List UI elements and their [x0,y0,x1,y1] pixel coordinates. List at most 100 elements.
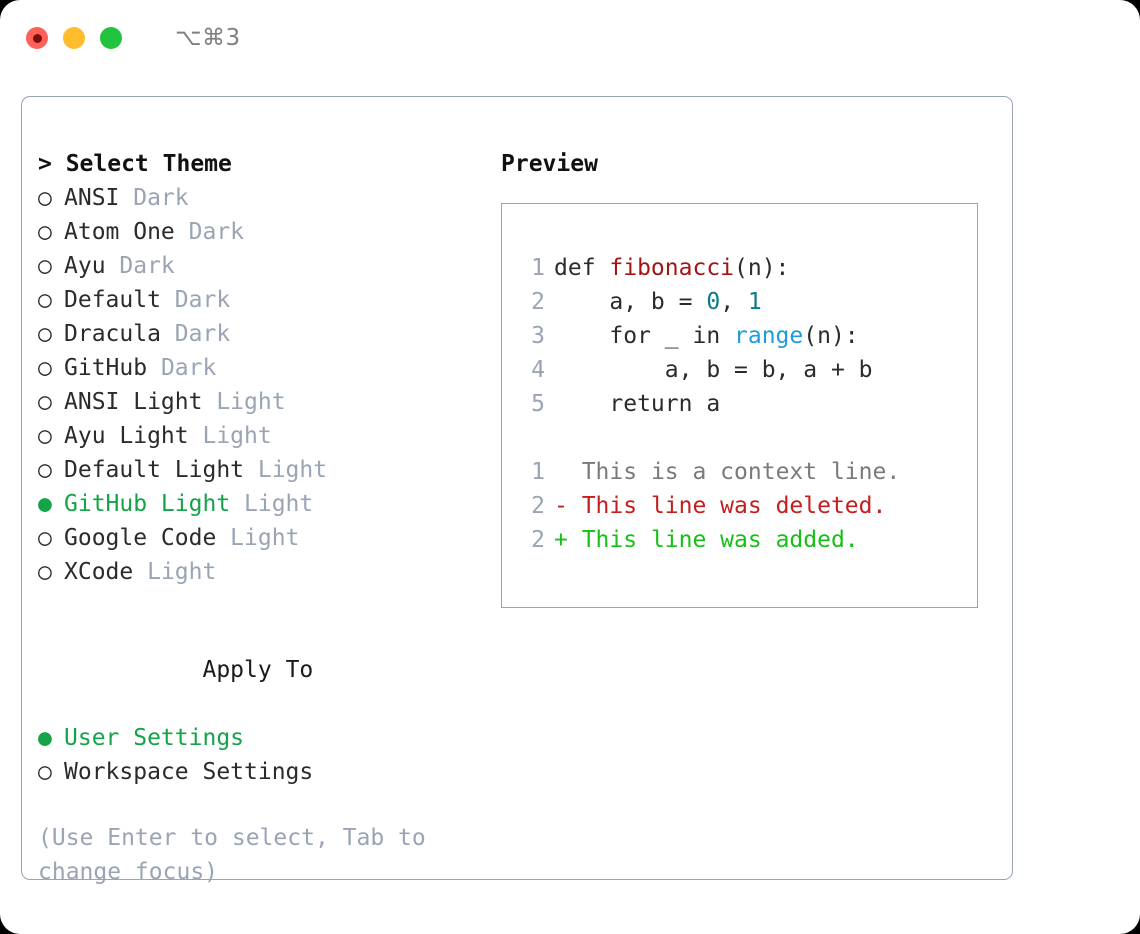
radio-selected-icon: ● [38,725,52,751]
code-line: 1 def fibonacci(n): [502,251,977,285]
code-line: 3 for _ in range(n): [502,319,977,353]
theme-list-item[interactable]: ○ Ayu Light Light [38,419,478,453]
diff-sample: 1 This is a context line.2- This line wa… [502,455,977,557]
theme-name: Default Light [64,457,245,483]
diff-text: This is a context line. [567,459,901,485]
diff-sign [554,459,568,485]
theme-category: Light [133,559,217,585]
diff-sign: - [554,493,568,519]
line-number: 2 [531,527,545,553]
maximize-button[interactable] [100,27,122,49]
theme-list-item[interactable]: ○ Default Light Light [38,453,478,487]
code-diff-spacer [502,421,977,455]
diff-line-context: 1 This is a context line. [502,455,977,489]
keyboard-shortcut-label: ⌥⌘3 [175,24,241,51]
theme-list-item[interactable]: ○ Dracula Dark [38,317,478,351]
theme-name: ANSI Light [64,389,203,415]
line-number: 1 [531,255,545,281]
theme-category: Light [188,423,272,449]
select-theme-header: > Select Theme [38,151,232,177]
radio-unselected-icon: ○ [38,559,52,585]
line-number: 3 [531,323,545,349]
code-token-fn: fibonacci [609,255,735,281]
theme-category: Light [216,525,300,551]
theme-list-item[interactable]: ○ Google Code Light [38,521,478,555]
theme-name: Dracula [64,321,161,347]
theme-name: Ayu Light [64,423,189,449]
code-line: 4 a, b = b, a + b [502,353,977,387]
theme-category: Dark [160,321,231,347]
code-line: 5 return a [502,387,977,421]
theme-category: Dark [119,185,189,211]
theme-list-item[interactable]: ○ GitHub Dark [38,351,478,385]
theme-category: Dark [174,219,245,245]
apply-to-list: ●User Settings ○ Workspace Settings [38,721,478,789]
diff-text: This line was deleted. [567,493,887,519]
close-button[interactable] [26,27,48,49]
code-line: 2 a, b = 0, 1 [502,285,977,319]
code-token-plain: a, b = [554,289,707,315]
code-token-plain: return a [554,391,721,417]
theme-list-item[interactable]: ○ XCode Light [38,555,478,589]
code-token-builtin: range [734,323,804,349]
code-token-num: 0 [706,289,721,315]
apply-to-header: Apply To [38,619,478,721]
title-bar: ⌥⌘3 [0,0,1140,76]
code-token-plain: a, b = b, a + b [554,357,873,383]
line-number: 2 [531,493,545,519]
radio-unselected-icon: ○ [38,355,52,381]
theme-name: ANSI [64,185,120,211]
theme-name: Default [64,287,161,313]
theme-category: Dark [105,253,175,279]
theme-category: Dark [147,355,217,381]
theme-list-item[interactable]: ○ANSI Dark [38,181,478,215]
radio-selected-icon: ● [38,491,52,517]
theme-name: Atom One [64,219,175,245]
diff-text: This line was added. [567,527,859,553]
apply-to-header-label: Apply To [202,657,314,683]
theme-category: Light [202,389,286,415]
diff-sign: + [554,527,568,553]
theme-list-item[interactable]: ○Default Dark [38,283,478,317]
code-token-num: 1 [747,289,762,315]
theme-category: Dark [160,287,231,313]
code-token-plain: (n): [803,323,859,349]
code-token-plain: def [554,255,610,281]
apply-to-option[interactable]: ●User Settings [38,721,478,755]
radio-unselected-icon: ○ [38,457,52,483]
radio-unselected-icon: ○ [38,389,52,415]
radio-unselected-icon: ○ [38,253,52,279]
traffic-lights [26,27,122,49]
line-number: 2 [531,289,545,315]
theme-list-item[interactable]: ●GitHub Light Light [38,487,478,521]
radio-unselected-icon: ○ [38,423,52,449]
diff-line-added: 2 + This line was added. [502,523,977,557]
theme-list-item[interactable]: ○ ANSI Light Light [38,385,478,419]
main-panel: > Select Theme ○ANSI Dark○Atom One Dark○… [21,96,1013,885]
radio-unselected-icon: ○ [38,759,52,785]
theme-category: Light [244,457,328,483]
theme-list-item[interactable]: ○ Atom One Dark [38,215,478,249]
code-token-plain: (n): [734,255,790,281]
line-number: 1 [531,459,545,485]
diff-line-deleted: 2- This line was deleted. [502,489,977,523]
theme-name: Google Code [64,525,217,551]
apply-to-option[interactable]: ○ Workspace Settings [38,755,478,789]
apply-to-label: Workspace Settings [64,759,314,785]
theme-category: Light [230,491,314,517]
radio-unselected-icon: ○ [38,321,52,347]
code-token-plain: for _ in [554,323,735,349]
theme-name: GitHub [64,355,148,381]
theme-name: Ayu [64,253,106,279]
radio-unselected-icon: ○ [38,525,52,551]
theme-list-item[interactable]: ○ Ayu Dark [38,249,478,283]
theme-name: XCode [64,559,134,585]
minimize-button[interactable] [63,27,85,49]
radio-unselected-icon: ○ [38,219,52,245]
theme-list: ○ANSI Dark○Atom One Dark○Ayu Dark○Defaul… [38,181,478,589]
code-token-plain: , [720,289,748,315]
theme-selector-column: > Select Theme ○ANSI Dark○Atom One Dark○… [38,147,478,889]
